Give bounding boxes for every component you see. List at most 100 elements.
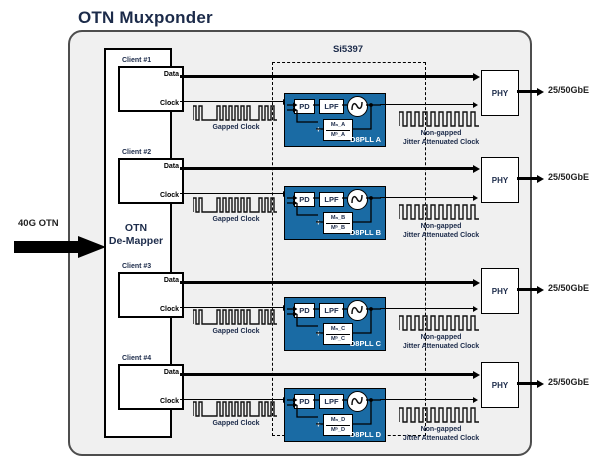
pll-output-wire-4 <box>380 399 475 401</box>
lpf-block-3: LPF <box>319 303 344 318</box>
client-tag-4: Client #4 <box>122 355 152 362</box>
pd-block-4: PD <box>294 394 315 409</box>
m-divider-4: Mₙ_D Mᵇ_D <box>323 414 353 436</box>
port-label-clock: Clock <box>159 306 179 313</box>
gapped-clock-caption-1: Gapped Clock <box>212 124 260 131</box>
output-label-4: 25/50GbE <box>548 377 590 387</box>
port-label-clock: Clock <box>159 398 179 405</box>
client-tag-1: Client #1 <box>122 57 152 64</box>
client-tag-3: Client #3 <box>122 263 152 270</box>
clean-waveform-1 <box>398 110 483 133</box>
m-denominator-4: Mᵇ_D <box>331 427 345 433</box>
phy-block-3: PHY <box>481 268 519 314</box>
clock-wire-3 <box>180 307 284 309</box>
clean-waveform-2 <box>398 203 483 226</box>
data-arrow-1 <box>473 72 480 81</box>
pll-output-arrow-3 <box>473 305 478 312</box>
clean-waveform-3 <box>398 314 483 337</box>
phy-output-wire-1 <box>517 90 539 94</box>
m-numerator-4: Mₙ_D <box>330 417 346 423</box>
phy-output-arrow-3 <box>537 285 544 294</box>
gapped-waveform-3 <box>192 308 279 331</box>
vco-icon-4 <box>347 391 368 412</box>
output-label-1: 25/50GbE <box>548 85 590 95</box>
demapper-line1: OTN <box>124 222 148 234</box>
m-denominator-3: Mᵇ_C <box>331 336 345 342</box>
phy-block-1: PHY <box>481 70 519 116</box>
pll-name-2: D8PLL B <box>349 228 381 237</box>
m-divider-2: Mₙ_B Mᵇ_B <box>323 212 353 234</box>
page-title: OTN Muxponder <box>78 8 213 27</box>
data-arrow-2 <box>473 164 480 173</box>
m-divider-3: Mₙ_C Mᵇ_C <box>323 323 353 345</box>
gapped-waveform-2 <box>192 196 279 219</box>
data-wire-2 <box>180 167 475 171</box>
data-arrow-3 <box>473 278 480 287</box>
lpf-block-4: LPF <box>319 394 344 409</box>
pll-output-arrow-4 <box>473 396 478 403</box>
data-wire-3 <box>180 281 475 285</box>
pll-output-wire-3 <box>380 308 475 310</box>
phy-block-4: PHY <box>481 362 519 408</box>
pll-output-arrow-2 <box>473 194 478 201</box>
phy-output-wire-2 <box>517 177 539 181</box>
output-label-2: 25/50GbE <box>548 172 590 182</box>
clean-waveform-4 <box>398 406 483 429</box>
client-tag-2: Client #2 <box>122 149 152 156</box>
data-wire-4 <box>180 373 475 377</box>
si5397-label: Si5397 <box>332 44 364 55</box>
demapper-line2: De-Mapper <box>108 235 164 247</box>
m-divider-1: Mₙ_A Mᵇ_A <box>323 119 353 141</box>
data-wire-1 <box>180 75 475 79</box>
otn-input-arrow-icon <box>14 236 106 258</box>
pll-name-1: D8PLL A <box>350 135 381 144</box>
m-numerator-2: Mₙ_B <box>330 215 346 221</box>
clock-wire-1 <box>180 101 284 103</box>
port-label-clock: Clock <box>159 100 179 107</box>
phy-output-wire-3 <box>517 288 539 292</box>
gapped-clock-caption-4: Gapped Clock <box>212 420 260 427</box>
m-denominator-2: Mᵇ_B <box>331 225 345 231</box>
port-label-data: Data <box>163 163 179 170</box>
input-label: 40G OTN <box>18 218 59 229</box>
phy-output-arrow-4 <box>537 379 544 388</box>
output-label-3: 25/50GbE <box>548 283 590 293</box>
port-label-data: Data <box>163 277 179 284</box>
lpf-block-1: LPF <box>319 99 344 114</box>
vco-icon-3 <box>347 300 368 321</box>
phy-output-arrow-1 <box>537 87 544 96</box>
pll-name-4: D8PLL D <box>349 430 381 439</box>
pll-output-wire-1 <box>380 104 475 106</box>
lpf-block-2: LPF <box>319 192 344 207</box>
gapped-waveform-1 <box>192 104 279 127</box>
m-denominator-1: Mᵇ_A <box>331 132 345 138</box>
otn-demapper-label: OTN De-Mapper <box>104 222 168 248</box>
vco-icon-1 <box>347 96 368 117</box>
gapped-clock-caption-3: Gapped Clock <box>212 328 260 335</box>
data-arrow-4 <box>473 370 480 379</box>
port-label-clock: Clock <box>159 192 179 199</box>
m-numerator-1: Mₙ_A <box>330 122 346 128</box>
m-numerator-3: Mₙ_C <box>330 326 346 332</box>
clock-wire-4 <box>180 399 284 401</box>
gapped-clock-caption-2: Gapped Clock <box>212 216 260 223</box>
pll-output-wire-2 <box>380 197 475 199</box>
phy-output-arrow-2 <box>537 174 544 183</box>
port-label-data: Data <box>163 71 179 78</box>
pll-output-arrow-1 <box>473 101 478 108</box>
port-label-data: Data <box>163 369 179 376</box>
phy-output-wire-4 <box>517 382 539 386</box>
pll-name-3: D8PLL C <box>349 339 381 348</box>
